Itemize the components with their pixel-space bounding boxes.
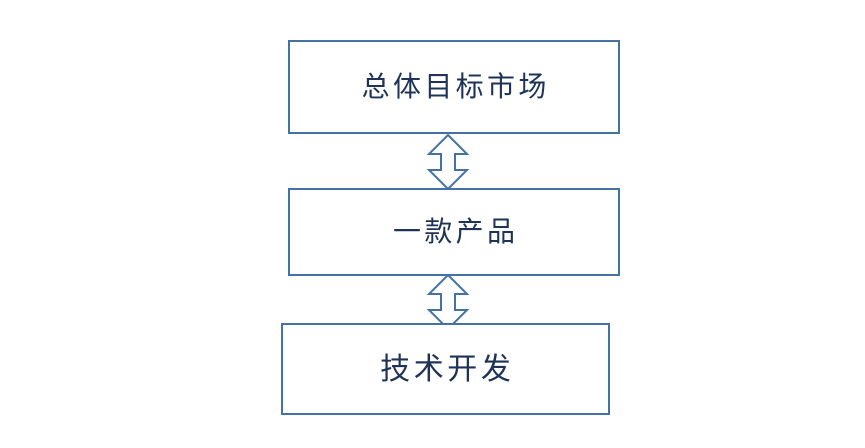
node-label-tam: 总体目标市场 [361,70,550,102]
node-box-tam[interactable]: 总体目标市场 [288,40,620,134]
node-box-product[interactable]: 一款产品 [288,188,620,276]
double-headed-arrow-icon [426,133,470,191]
node-label-tech: 技术开发 [380,352,515,386]
node-label-product: 一款产品 [392,215,519,247]
node-box-tech[interactable]: 技术开发 [281,323,610,415]
connector-double-arrow-tam-product [426,133,470,191]
double-headed-arrow-icon [426,273,470,331]
connector-double-arrow-product-tech [426,273,470,331]
